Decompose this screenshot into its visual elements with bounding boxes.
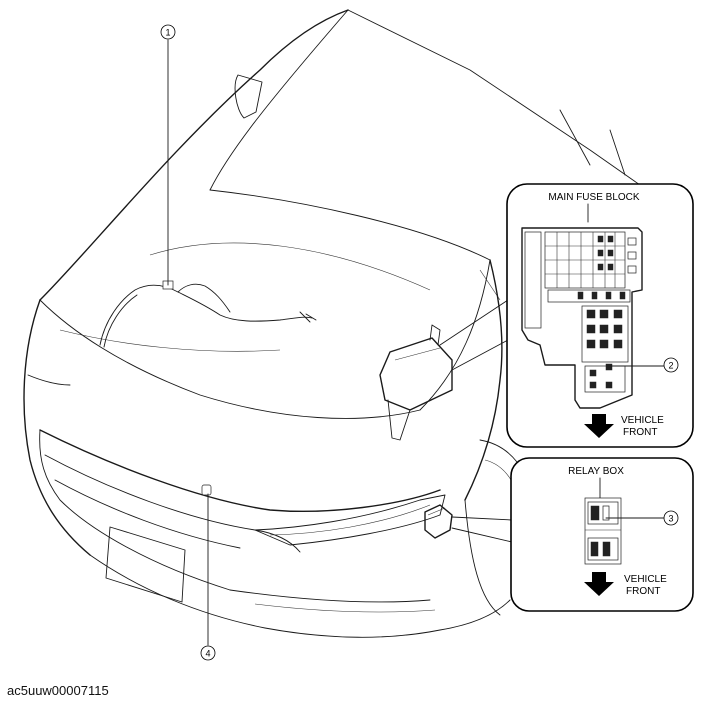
callout-1-number: 1 xyxy=(165,28,170,38)
relay-box-title: RELAY BOX xyxy=(568,466,624,477)
callout-2: 2 xyxy=(663,357,679,373)
callout-leaders xyxy=(167,39,513,646)
callout-1: 1 xyxy=(160,24,176,40)
vehicle-component-location-diagram: 1 4 MAIN FUSE BLOCK xyxy=(23,9,694,661)
relay-vehicle-front-arrow-icon xyxy=(584,572,614,596)
callout-4-number: 4 xyxy=(205,649,210,659)
mid-fuse-row xyxy=(547,289,631,303)
relay-direction-label-line1: VEHICLE xyxy=(624,574,667,585)
vehicle-front-arrow-icon xyxy=(584,414,614,438)
upper-fuse-array xyxy=(544,231,637,289)
main-fuse-block-panel: MAIN FUSE BLOCK xyxy=(506,183,694,448)
fuse-2-highlight xyxy=(605,363,613,371)
main-fuse-block-title: MAIN FUSE BLOCK xyxy=(548,192,639,203)
relay-direction-label-line2: FRONT xyxy=(626,586,660,597)
lower-fuse-array xyxy=(581,305,629,393)
callout-3: 3 xyxy=(663,510,679,526)
vehicle-front-illustration xyxy=(23,9,641,638)
image-code-caption: ac5uuw00007115 xyxy=(7,683,109,698)
callout-3-number: 3 xyxy=(668,514,673,524)
main-direction-label-line2: FRONT xyxy=(623,427,657,438)
callout-4: 4 xyxy=(200,645,216,661)
relay-box-panel: RELAY BOX 3 VEHICLE FRONT xyxy=(510,457,694,612)
main-direction-label-line1: VEHICLE xyxy=(621,415,664,426)
callout-2-number: 2 xyxy=(668,361,673,371)
